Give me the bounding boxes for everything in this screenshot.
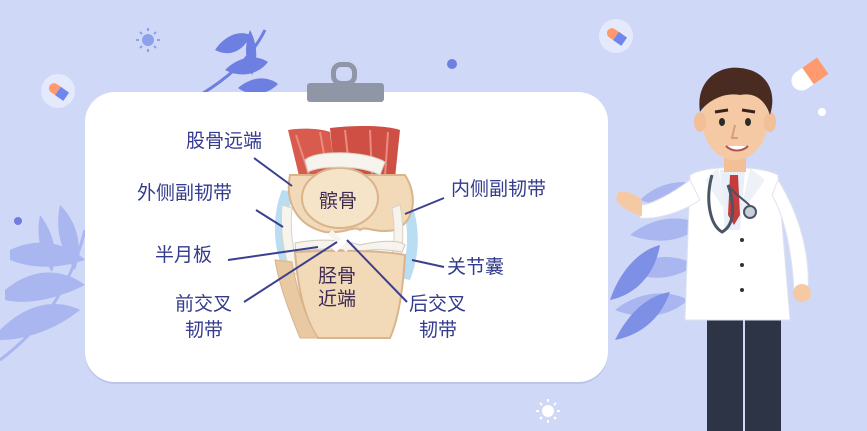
clipboard-clip-bar (307, 83, 384, 102)
pill-icon (41, 74, 75, 108)
label-tibia-proximal-line2: 近端 (318, 288, 357, 310)
label-lateral-collateral: 外侧副韧带 (137, 182, 233, 204)
lab-coat (684, 167, 791, 321)
stethoscope (707, 174, 735, 234)
label-tibia-proximal-line1: 胫骨 (318, 265, 357, 287)
patella (301, 167, 379, 229)
doctor-hair (699, 67, 773, 115)
dot-decoration (447, 59, 457, 69)
label-femur-distal: 股骨远端 (186, 130, 263, 152)
joint-capsule-right (396, 190, 418, 280)
pill-icon (599, 19, 633, 53)
label-pcl-line2: 韧带 (419, 319, 458, 341)
pointing-hand (616, 191, 642, 216)
leader-femur-distal (253, 157, 293, 187)
label-acl-line1: 前交叉 (175, 293, 233, 315)
necktie (728, 175, 740, 225)
leader-lateral-collateral (255, 209, 284, 228)
sun-icon (536, 399, 560, 423)
leader-acl (243, 241, 338, 303)
label-medial-collateral: 内侧副韧带 (451, 178, 547, 200)
leaf-icon (610, 245, 670, 340)
leader-medial-collateral (404, 197, 445, 215)
leader-joint-capsule (411, 259, 445, 268)
fibula (274, 259, 319, 339)
doctor-face (702, 80, 768, 160)
sun-icon (136, 28, 160, 52)
leaf-icon (0, 205, 85, 340)
label-joint-capsule: 关节囊 (447, 256, 505, 278)
leader-pcl (346, 239, 408, 303)
dot-decoration (14, 217, 22, 225)
label-patella: 髌骨 (319, 190, 358, 212)
label-meniscus: 半月板 (155, 244, 213, 266)
label-pcl-line1: 后交叉 (409, 293, 467, 315)
leader-meniscus (227, 246, 319, 261)
dot-decoration (818, 108, 826, 116)
label-acl-line2: 韧带 (185, 319, 224, 341)
pill-icon (791, 57, 829, 91)
